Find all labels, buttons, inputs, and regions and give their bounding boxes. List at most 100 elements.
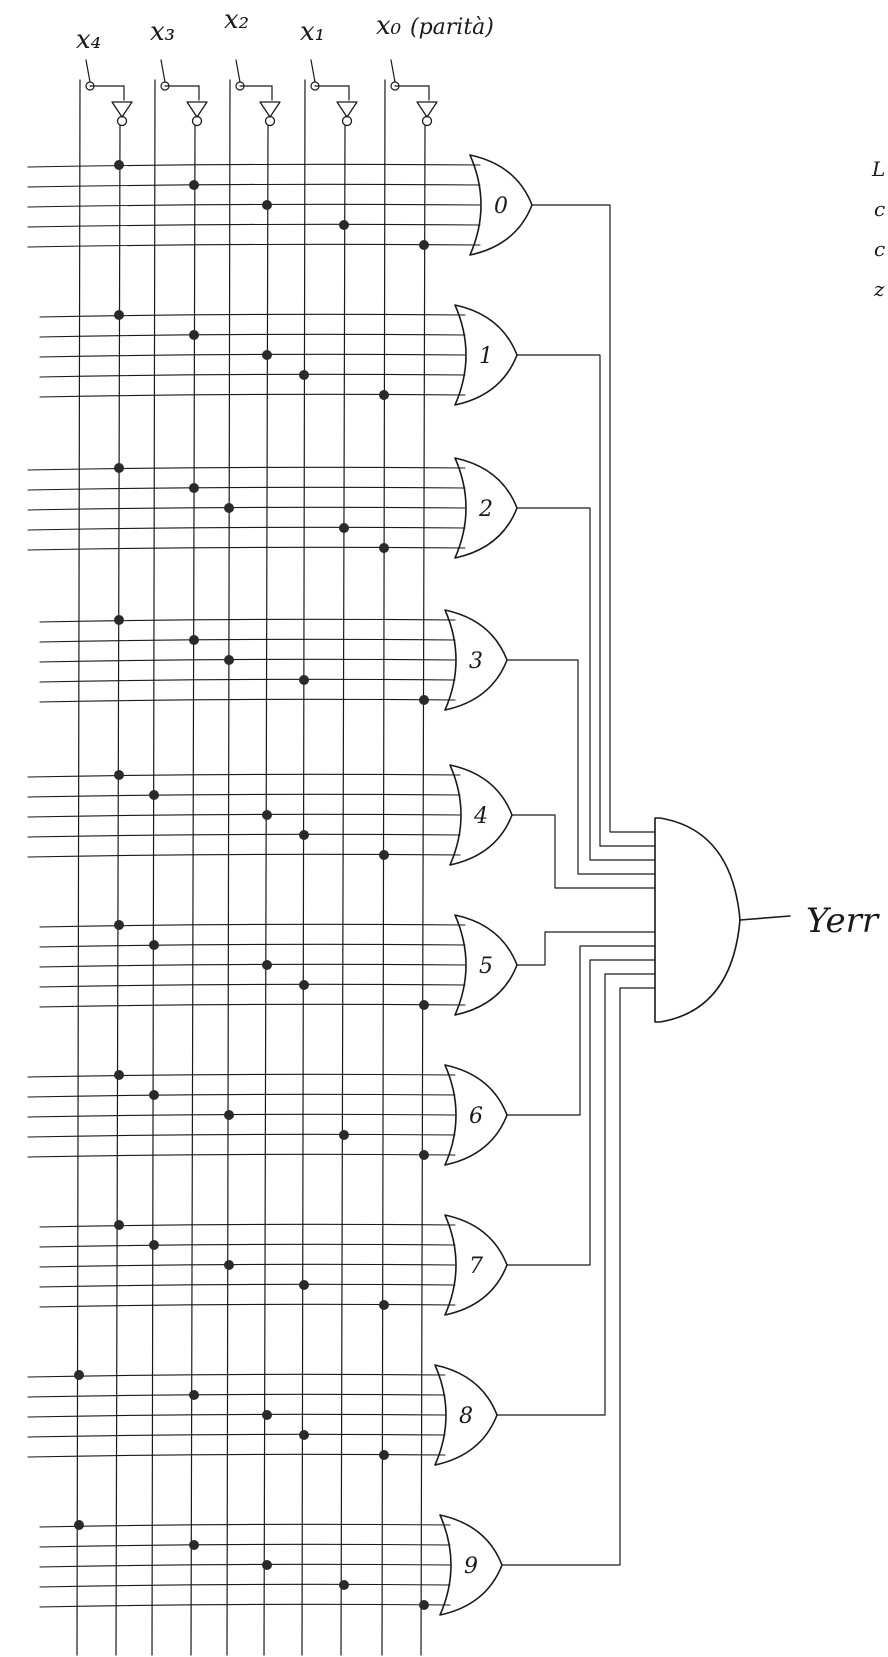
product-line-2-1: [27, 486, 466, 491]
product-line-7-1: [39, 1243, 456, 1248]
input-label-x0-note: (parità): [410, 15, 494, 40]
or-gate-number-5: 5: [479, 954, 493, 979]
connection-dot-1-3: [299, 370, 309, 380]
connection-dot-5-1: [149, 940, 159, 950]
rail-inv-4: [420, 124, 426, 1656]
product-line-6-2: [27, 1113, 456, 1118]
margin-text-1: c: [874, 197, 885, 221]
input-label-x3: x₃: [150, 17, 175, 47]
product-line-0-2: [27, 203, 481, 208]
product-line-9-4: [39, 1603, 451, 1608]
inverter-bubble-1: [191, 115, 203, 127]
product-line-3-0: [39, 618, 456, 623]
or-gate-number-7: 7: [469, 1254, 483, 1279]
or-gate-7: [444, 1214, 508, 1316]
or-gate-number-2: 2: [478, 497, 493, 522]
connection-dot-3-4: [419, 695, 429, 705]
connection-dot-4-4: [379, 850, 389, 860]
connection-dot-4-3: [299, 830, 309, 840]
product-lines: [27, 163, 481, 1608]
product-line-4-3: [27, 833, 461, 838]
product-line-0-1: [27, 183, 481, 188]
rail-true-0: [76, 79, 81, 1656]
product-line-3-4: [39, 698, 456, 703]
connection-dot-3-0: [114, 615, 124, 625]
and-gate: [654, 817, 741, 1023]
connection-dot-5-0: [114, 920, 124, 930]
inverter-bubble-0: [116, 115, 128, 127]
connection-dot-8-0: [74, 1370, 84, 1380]
input-label-x4: x₄: [76, 25, 101, 55]
or-gate-number-9: 9: [464, 1554, 478, 1579]
product-line-1-3: [39, 373, 466, 378]
or-gate-3: [444, 609, 508, 711]
product-line-3-1: [39, 638, 456, 643]
connection-dot-6-3: [339, 1130, 349, 1140]
rail-inv-0: [115, 124, 121, 1656]
product-line-4-2: [27, 813, 461, 818]
connection-dot-0-4: [419, 240, 429, 250]
margin-text-3: z: [873, 277, 885, 301]
inverter-icon-2: [259, 101, 281, 118]
connection-dot-0-2: [262, 200, 272, 210]
connection-dot-3-2: [224, 655, 234, 665]
product-line-9-3: [39, 1583, 451, 1588]
connection-dot-4-2: [262, 810, 272, 820]
connection-dots: [74, 160, 429, 1610]
inverter-icon-1: [186, 101, 208, 118]
or-gate-5: [454, 914, 518, 1016]
output-label: Yerr: [806, 901, 880, 941]
or-gate-number-0: 0: [494, 194, 508, 219]
or-output-wire-2: [516, 507, 656, 861]
connection-dot-4-0: [114, 770, 124, 780]
or-gate-4: [449, 764, 513, 866]
connection-dot-7-0: [114, 1220, 124, 1230]
connection-dot-1-0: [114, 310, 124, 320]
product-line-2-4: [27, 546, 466, 551]
product-line-9-0: [39, 1523, 451, 1528]
input-label-x1: x₁: [300, 17, 325, 47]
product-line-5-1: [39, 943, 466, 948]
product-line-0-4: [27, 243, 481, 248]
product-line-7-0: [39, 1223, 456, 1228]
product-line-7-3: [39, 1283, 456, 1288]
or-output-wire-4: [511, 814, 656, 889]
input-lead-4: [390, 59, 396, 83]
connection-dot-5-2: [262, 960, 272, 970]
connection-dot-1-4: [379, 390, 389, 400]
product-line-9-2: [39, 1563, 451, 1568]
product-line-1-2: [39, 353, 466, 358]
product-line-5-3: [39, 983, 466, 988]
connection-dot-9-1: [189, 1540, 199, 1550]
product-line-5-4: [39, 1003, 466, 1008]
connection-dot-8-4: [379, 1450, 389, 1460]
product-line-4-1: [27, 793, 461, 798]
or-output-wire-6: [506, 945, 656, 1116]
product-line-0-0: [27, 163, 481, 168]
connection-dot-9-0: [74, 1520, 84, 1530]
connection-dot-2-4: [379, 543, 389, 553]
connection-dot-9-2: [262, 1560, 272, 1570]
product-line-8-2: [27, 1413, 446, 1418]
connection-dot-7-3: [299, 1280, 309, 1290]
input-lead-1: [160, 59, 166, 83]
and-gate-output-wire: [739, 915, 791, 921]
product-line-4-4: [27, 853, 461, 858]
connection-dot-6-4: [419, 1150, 429, 1160]
inverter-icon-3: [336, 101, 358, 118]
or-output-wire-8: [496, 973, 656, 1416]
or-gate-number-8: 8: [459, 1404, 473, 1429]
product-line-2-3: [27, 526, 466, 531]
product-line-1-1: [39, 333, 466, 338]
input-rails: [76, 59, 426, 1656]
connection-dot-3-3: [299, 675, 309, 685]
input-label-x0: x₀: [376, 11, 402, 41]
connection-dot-6-0: [114, 1070, 124, 1080]
or-gate-8: [434, 1364, 498, 1466]
connection-dot-4-1: [149, 790, 159, 800]
input-lead-0: [85, 59, 91, 83]
product-line-6-3: [27, 1133, 456, 1138]
margin-text-2: c: [874, 237, 885, 261]
connection-dot-7-1: [149, 1240, 159, 1250]
